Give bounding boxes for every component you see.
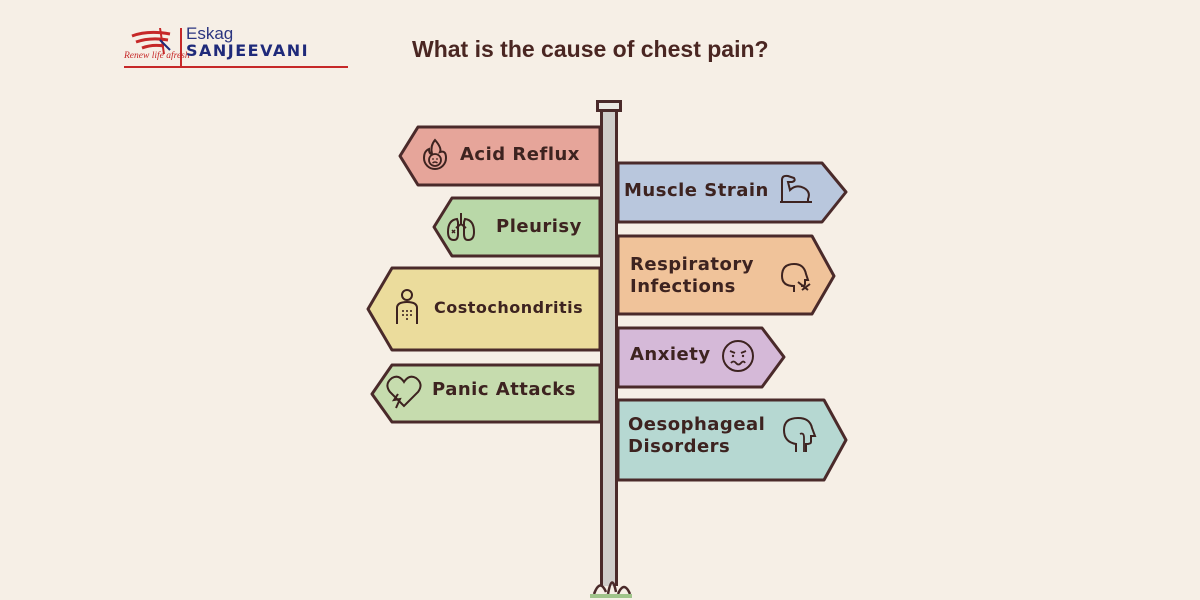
sign-label-acid-reflux: Acid Reflux (460, 144, 580, 165)
sign-shape-costochondritis (366, 266, 602, 352)
sign-label-pleurisy: Pleurisy (496, 216, 582, 237)
sign-label-panic-attacks: Panic Attacks (432, 379, 576, 400)
brand-emblem-icon (131, 28, 171, 55)
flexed-arm-icon (780, 174, 812, 203)
sign-label-costochondritis: Costochondritis (434, 298, 584, 317)
brand-name-top: Eskag (186, 24, 234, 43)
sign-shape-anxiety (616, 326, 786, 389)
brand-divider (180, 28, 182, 66)
brand-logo: Renew life afresh Eskag SANJEEVANI (124, 22, 350, 74)
flame-face-icon (422, 138, 448, 170)
lungs-icon (446, 213, 476, 242)
sign-shape-panic-attacks (370, 363, 602, 424)
sign-label-respiratory-line2: Infections (630, 276, 736, 297)
person-chest-icon (396, 289, 418, 324)
signpost-cap (596, 100, 622, 112)
sign-shape-pleurisy (432, 196, 602, 258)
sign-shape-muscle-strain (616, 161, 848, 224)
sign-label-respiratory-infections: Respiratory Infections (630, 254, 754, 298)
sign-label-anxiety: Anxiety (630, 344, 711, 365)
signpost-pole (600, 106, 618, 586)
throat-profile-icon (782, 416, 817, 452)
sign-label-oesophageal-line1: Oesophageal (628, 414, 766, 435)
sign-shape-acid-reflux (398, 125, 602, 187)
sign-label-muscle-strain: Muscle Strain (624, 180, 769, 201)
page-title: What is the cause of chest pain? (412, 36, 769, 62)
brand-name-main: SANJEEVANI (186, 41, 310, 60)
worried-face-icon (722, 340, 754, 372)
grass-tuft-icon (590, 581, 632, 598)
brand-tagline: Renew life afresh (124, 51, 190, 61)
sign-label-oesophageal-disorders: Oesophageal Disorders (628, 414, 765, 458)
sign-shape-respiratory-infections (616, 234, 836, 316)
sign-label-respiratory-line1: Respiratory (630, 254, 754, 275)
coughing-head-icon (780, 262, 811, 292)
sign-label-oesophageal-line2: Disorders (628, 436, 731, 457)
brand-underline (124, 66, 348, 68)
broken-heart-icon (386, 375, 422, 409)
